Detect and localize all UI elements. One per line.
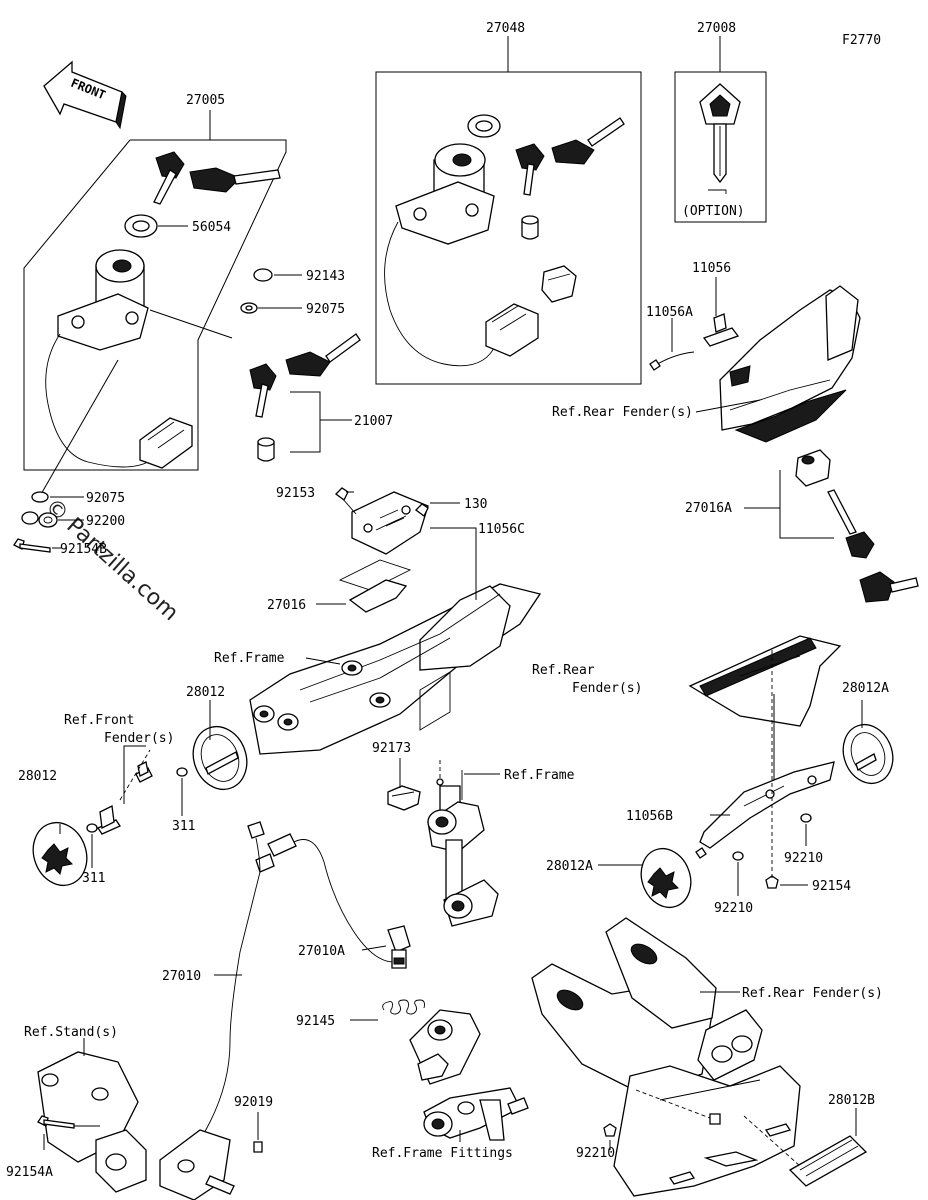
ref-rear-fender-middle-line2: Fender(s)	[572, 681, 642, 696]
callout-27010a: 27010A	[298, 944, 345, 959]
callout-28012-front-left: 28012	[18, 769, 57, 784]
callout-27010: 27010	[162, 969, 201, 984]
callout-92210-right: 92210	[784, 851, 823, 866]
ref-rear-fender-upper: Ref.Rear Fender(s)	[552, 405, 693, 420]
callout-130: 130	[464, 497, 487, 512]
callout-92143: 92143	[306, 269, 345, 284]
ref-stands: Ref.Stand(s)	[24, 1025, 118, 1040]
callout-28012-front-right: 28012	[186, 685, 225, 700]
frame-pivot-assembly	[387, 760, 499, 927]
callout-311-upper: 311	[172, 819, 195, 834]
callout-92075-upper: 92075	[306, 302, 345, 317]
callout-92210-lower: 92210	[576, 1146, 615, 1161]
callout-27005: 27005	[186, 93, 225, 108]
small-hardware-left	[13, 359, 119, 553]
ref-rear-fender-middle-line1: Ref.Rear	[532, 663, 595, 678]
ref-front-fender-line2: Fender(s)	[104, 731, 174, 746]
key-blank-icon	[699, 83, 741, 194]
washer-92143-icon	[253, 268, 273, 282]
callout-92210-middle: 92210	[714, 901, 753, 916]
callout-92019: 92019	[234, 1095, 273, 1110]
callout-28012b: 28012B	[828, 1093, 875, 1108]
callout-92200: 92200	[86, 514, 125, 529]
sensor-harness	[189, 821, 425, 1153]
callout-92154b: 92154B	[60, 542, 107, 557]
ignition-switch-27048-icon	[384, 114, 625, 367]
callout-11056c: 11056C	[478, 522, 525, 537]
ref-frame-middle: Ref.Frame	[504, 768, 575, 783]
callout-92173: 92173	[372, 741, 411, 756]
callout-27008: 27008	[697, 21, 736, 36]
callout-27048: 27048	[486, 21, 525, 36]
callout-92153: 92153	[276, 486, 315, 501]
callout-27016: 27016	[267, 598, 306, 613]
callout-28012a-left: 28012A	[546, 859, 593, 874]
rear-reflector-assembly	[640, 635, 894, 909]
callout-92154a: 92154A	[6, 1165, 53, 1180]
ref-frame-center: Ref.Frame	[214, 651, 285, 666]
frame-fittings-assembly	[409, 1009, 529, 1141]
ignition-switch-set-27005	[23, 110, 302, 471]
option-note: (OPTION)	[682, 204, 745, 219]
callout-92154: 92154	[812, 879, 851, 894]
callout-11056b: 11056B	[626, 809, 673, 824]
callout-92145: 92145	[296, 1014, 335, 1029]
callout-28012a-right: 28012A	[842, 681, 889, 696]
ref-rear-fender-lower: Ref.Rear Fender(s)	[742, 986, 883, 1001]
callout-11056: 11056	[692, 261, 731, 276]
callout-56054: 56054	[192, 220, 231, 235]
callout-21007: 21007	[354, 414, 393, 429]
rear-fender-lower	[531, 917, 868, 1197]
callout-27016a: 27016A	[685, 501, 732, 516]
front-reflector-assembly	[32, 725, 248, 887]
ref-front-fender-line1: Ref.Front	[64, 713, 134, 728]
key-icon	[153, 151, 281, 205]
key-set-21007	[249, 333, 361, 462]
figure-code: F2770	[842, 33, 881, 48]
callout-11056a: 11056A	[646, 305, 693, 320]
side-stand-assembly	[37, 1051, 263, 1200]
front-arrow-icon: FRONT	[43, 60, 127, 130]
callout-92075-lower: 92075	[86, 491, 125, 506]
frame-bracket-center	[249, 487, 542, 755]
callout-311-lower: 311	[82, 871, 105, 886]
ignition-switch-body-icon	[45, 249, 193, 469]
rear-fender-assembly-upper	[649, 285, 919, 603]
ref-frame-fittings: Ref.Frame Fittings	[372, 1146, 513, 1161]
